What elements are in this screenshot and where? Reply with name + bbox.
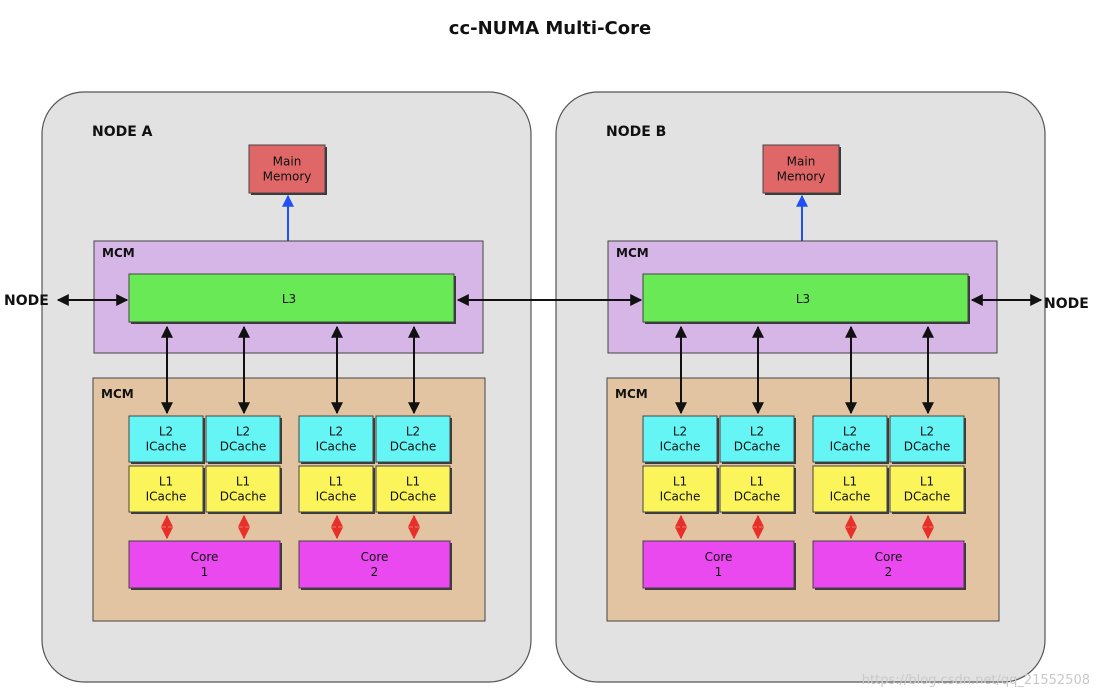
l2-cache-box-text: DCache — [734, 440, 781, 454]
l1-cache-box-text: ICache — [316, 490, 357, 504]
l2-cache-box-text: ICache — [316, 440, 357, 454]
l1-cache-box — [298, 465, 374, 513]
l1-cache-box — [642, 465, 718, 513]
core-box — [812, 540, 965, 589]
l1-cache-box-text: L1 — [406, 475, 420, 489]
l1-cache-box-text: L1 — [236, 475, 250, 489]
l2-cache-box-text: L2 — [159, 425, 173, 439]
l1-cache-box — [719, 465, 795, 513]
l2-cache-box-text: L2 — [920, 425, 934, 439]
core-box — [298, 540, 451, 589]
l2-cache-box-text: L2 — [236, 425, 250, 439]
mcm-label: MCM — [615, 387, 648, 401]
node-b: NODE BMainMemoryMCML3MCML2ICacheL1ICache… — [555, 91, 1046, 683]
mcm-label: MCM — [102, 246, 135, 260]
l1-cache-box — [205, 465, 281, 513]
watermark: https://blog.csdn.net/qq_21552508 — [862, 673, 1090, 688]
l2-cache-box — [889, 415, 965, 463]
core-box-text: Core — [191, 550, 219, 564]
l2-cache-box — [812, 415, 888, 463]
l1-cache-box-text: ICache — [830, 490, 871, 504]
mcm-label: MCM — [101, 387, 134, 401]
l2-cache-box-text: ICache — [830, 440, 871, 454]
l2-cache-box — [719, 415, 795, 463]
l3-box — [128, 273, 455, 323]
l3-box — [642, 273, 969, 323]
l1-cache-box-text: ICache — [146, 490, 187, 504]
core-box-text: Core — [875, 550, 903, 564]
core-box-text: Core — [705, 550, 733, 564]
l1-cache-box-text: L1 — [843, 475, 857, 489]
l2-cache-box — [375, 415, 451, 463]
external-node-right-label: NODE — [1044, 296, 1089, 312]
main-memory-box-text: Main — [273, 155, 302, 169]
l2-cache-box-text: DCache — [390, 440, 437, 454]
l1-cache-box — [128, 465, 204, 513]
l2-cache-box-text: ICache — [146, 440, 187, 454]
external-node-left-label: NODE — [4, 293, 49, 309]
l2-cache-box-text: L2 — [843, 425, 857, 439]
main-memory-box-text: Memory — [777, 170, 826, 184]
l1-cache-box-text: L1 — [920, 475, 934, 489]
core-box-text: 2 — [371, 565, 379, 579]
core-box-text: 1 — [715, 565, 723, 579]
l1-cache-box-text: L1 — [159, 475, 173, 489]
l2-cache-box — [128, 415, 204, 463]
main-memory-box — [762, 144, 840, 194]
node-label: NODE B — [606, 124, 666, 140]
l2-cache-box — [298, 415, 374, 463]
l1-cache-box — [812, 465, 888, 513]
main-memory-box-text: Memory — [263, 170, 312, 184]
l2-cache-box — [205, 415, 281, 463]
l1-cache-box-text: L1 — [329, 475, 343, 489]
node-label: NODE A — [92, 124, 153, 140]
l1-cache-box-text: ICache — [660, 490, 701, 504]
l3-label: L3 — [796, 292, 810, 306]
l2-cache-box-text: L2 — [673, 425, 687, 439]
core-box-text: Core — [361, 550, 389, 564]
l3-label: L3 — [282, 292, 296, 306]
l1-cache-box — [889, 465, 965, 513]
l2-cache-box-text: ICache — [660, 440, 701, 454]
core-box — [642, 540, 795, 589]
nodes-layer: NODE AMainMemoryMCML3MCML2ICacheL1ICache… — [41, 91, 1046, 683]
l2-cache-box-text: L2 — [750, 425, 764, 439]
l1-cache-box-text: L1 — [750, 475, 764, 489]
l1-cache-box-text: L1 — [673, 475, 687, 489]
main-memory-box-text: Main — [787, 155, 816, 169]
mcm-label: MCM — [616, 246, 649, 260]
node-a: NODE AMainMemoryMCML3MCML2ICacheL1ICache… — [41, 91, 532, 683]
l1-cache-box-text: DCache — [904, 490, 951, 504]
core-box-text: 2 — [885, 565, 893, 579]
l1-cache-box — [375, 465, 451, 513]
diagram-title: cc-NUMA Multi-Core — [449, 18, 651, 39]
core-box-text: 1 — [201, 565, 209, 579]
l2-cache-box-text: DCache — [220, 440, 267, 454]
l1-cache-box-text: DCache — [734, 490, 781, 504]
l1-cache-box-text: DCache — [220, 490, 267, 504]
core-box — [128, 540, 281, 589]
l2-cache-box-text: DCache — [904, 440, 951, 454]
main-memory-box — [248, 144, 326, 194]
l1-cache-box-text: DCache — [390, 490, 437, 504]
l2-cache-box-text: L2 — [406, 425, 420, 439]
l2-cache-box — [642, 415, 718, 463]
l2-cache-box-text: L2 — [329, 425, 343, 439]
